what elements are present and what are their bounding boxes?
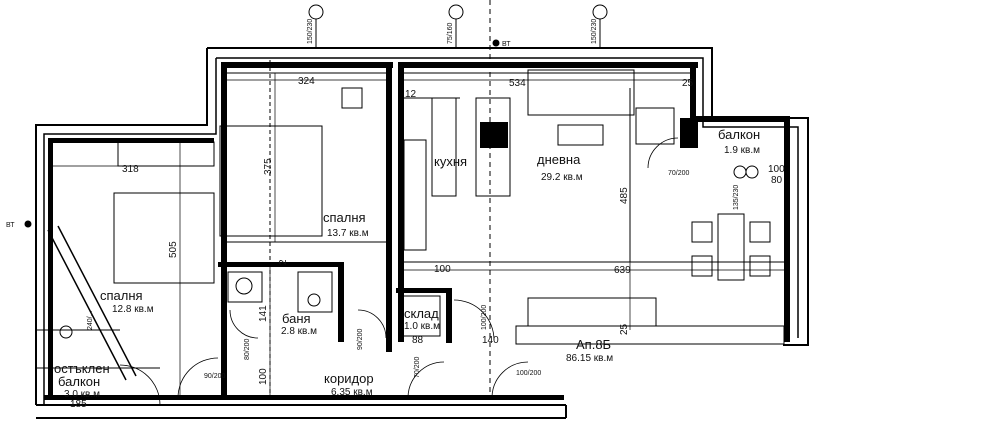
kitchen-label: кухня bbox=[434, 154, 467, 169]
apartment-area: 86.15 кв.м bbox=[566, 353, 613, 364]
storage-label: склад bbox=[404, 306, 439, 321]
window-mark-5: 240/... bbox=[87, 310, 94, 330]
corridor-area: 6.35 кв.м bbox=[331, 387, 373, 398]
bedroom-center-label: спалня bbox=[323, 210, 366, 225]
window-mark-4: 135/230 bbox=[733, 185, 740, 210]
dim-639: 639 bbox=[614, 265, 631, 276]
door-mark-90a: 90/200 bbox=[204, 373, 226, 380]
door-mark-70a: 70/200 bbox=[414, 356, 421, 378]
balcony-area: 1.9 кв.м bbox=[724, 145, 760, 156]
glazed-balcony-wall bbox=[47, 225, 137, 381]
balcony-label: балкон bbox=[718, 127, 760, 142]
dim-485: 485 bbox=[619, 187, 630, 204]
door-mark-100c: 100/200 bbox=[481, 305, 488, 330]
dim-318: 318 bbox=[122, 164, 139, 175]
dim-2: 2 bbox=[278, 259, 289, 265]
bath-label: баня bbox=[282, 311, 311, 326]
dim-80: 80 bbox=[771, 175, 783, 186]
bath-area: 2.8 кв.м bbox=[281, 326, 317, 337]
door-mark-70b: 70/200 bbox=[668, 170, 690, 177]
dim-100a: 100 bbox=[434, 264, 451, 275]
door-mark-90b: 90/200 bbox=[357, 328, 364, 350]
dim-100: 100 bbox=[258, 368, 269, 385]
corridor-label: коридор bbox=[324, 371, 374, 386]
dim-141: 141 bbox=[258, 305, 269, 322]
dimension-lines bbox=[53, 73, 784, 395]
window-mark-2: 75/160 bbox=[447, 22, 454, 44]
dim-534: 534 bbox=[509, 78, 526, 89]
window-mark-3: 150/230 bbox=[591, 19, 598, 44]
door-mark-80a: 80/200 bbox=[244, 338, 251, 360]
glazed-balcony-area: 3.0 кв.м bbox=[64, 389, 100, 400]
dim-505: 505 bbox=[168, 241, 179, 258]
vt-marker-left: ВТ bbox=[6, 222, 15, 229]
dim-140: 140 bbox=[482, 335, 499, 346]
dim-375: 375 bbox=[263, 158, 274, 175]
dim-25b: 25 bbox=[619, 323, 630, 335]
apartment-label: Ап.8Б bbox=[576, 337, 611, 352]
storage-area: 1.0 кв.м bbox=[404, 321, 440, 332]
dim-185: 185 bbox=[70, 399, 87, 410]
dim-88: 88 bbox=[412, 335, 424, 346]
bedroom-left-label: спалня bbox=[100, 288, 143, 303]
door-mark-100d: 100/200 bbox=[516, 370, 541, 377]
bedroom-left-area: 12.8 кв.м bbox=[112, 304, 154, 315]
living-room-label: дневна bbox=[537, 152, 581, 167]
glazed-balcony-label-2: балкон bbox=[58, 374, 100, 389]
window-markers bbox=[24, 4, 759, 339]
bedroom-center-area: 13.7 кв.м bbox=[327, 228, 369, 239]
wall-fills bbox=[44, 62, 790, 400]
dim-25a: 25 bbox=[682, 78, 694, 89]
furniture bbox=[113, 69, 771, 337]
interior-lines bbox=[36, 0, 785, 400]
dim-324: 324 bbox=[298, 76, 315, 87]
vt-marker-top: ВТ bbox=[502, 41, 511, 48]
living-room-area: 29.2 кв.м bbox=[541, 172, 583, 183]
dim-12: 12 bbox=[405, 89, 417, 100]
window-mark-1: 150/230 bbox=[307, 19, 314, 44]
glazed-balcony-label-1: остъклен bbox=[54, 361, 110, 376]
door-swings bbox=[119, 137, 679, 406]
dim-100b: 100 bbox=[768, 164, 785, 175]
